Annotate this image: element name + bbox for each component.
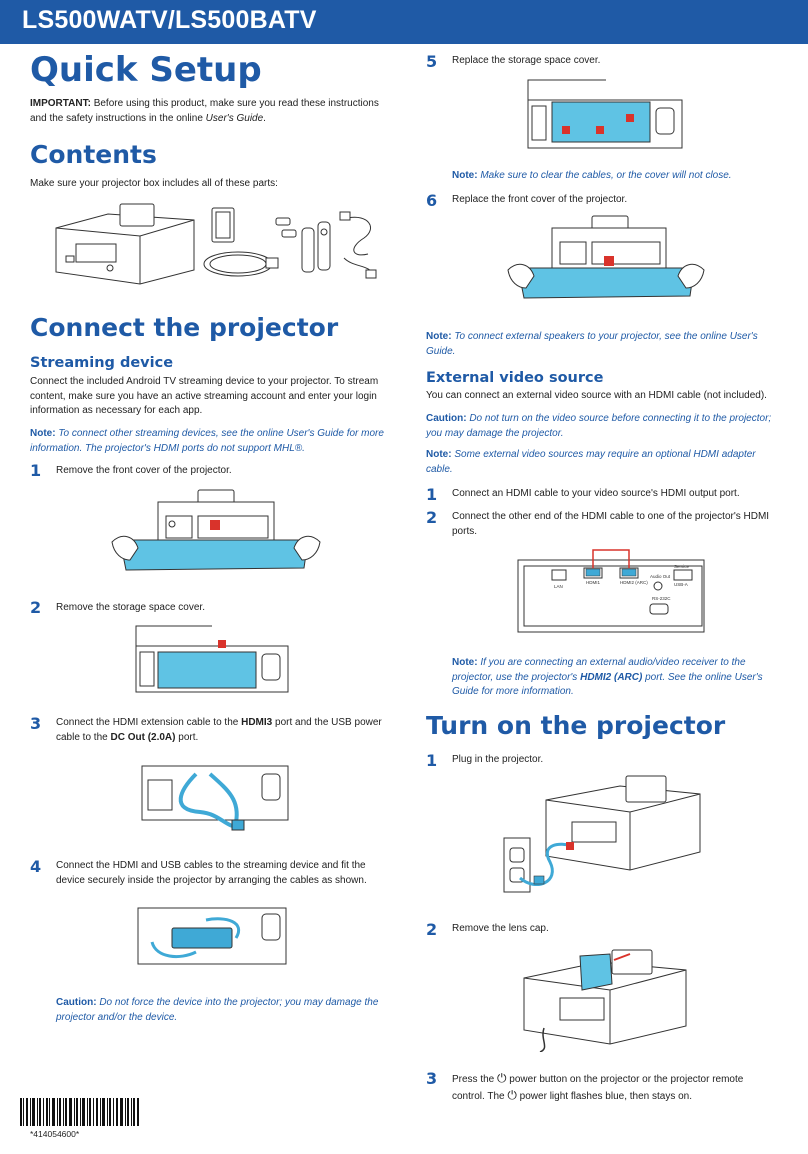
quick-setup-title: Quick Setup [30, 50, 262, 90]
external-video-text: You can connect an external video source… [426, 390, 767, 401]
turn-on-step-3-number: 3 [426, 1069, 438, 1088]
external-speakers-note: Note: To connect external speakers to yo… [426, 331, 758, 357]
contents-title: Contents [30, 140, 157, 169]
header-bar: LS500WATV/LS500BATV [0, 0, 808, 44]
external-caution: Caution: Do not turn on the video source… [426, 413, 772, 439]
step-3-number: 3 [30, 714, 42, 733]
step-1-number: 1 [30, 461, 42, 480]
port-label-audio: Audio Out [650, 574, 671, 579]
device-caution: Caution: Do not force the device into th… [56, 997, 379, 1023]
step-6-number: 6 [426, 191, 438, 210]
step-2-text: Remove the storage space cover. [56, 602, 205, 613]
external-step-1-text: Connect an HDMI cable to your video sour… [452, 488, 740, 499]
fit-device-illustration [137, 907, 287, 965]
power-icon: ⏻ [497, 1071, 507, 1085]
replace-front-cover-illustration [507, 215, 705, 299]
streaming-device-title: Streaming device [30, 355, 174, 371]
streaming-note: Note: To connect other streaming devices… [30, 428, 384, 454]
external-note: Note: Some external video sources may re… [426, 449, 756, 475]
remove-storage-cover-illustration [135, 625, 289, 693]
streaming-device-text: Connect the included Android TV streamin… [30, 376, 379, 416]
turn-on-step-2-text: Remove the lens cap. [452, 923, 549, 934]
port-label-hdmi1: HDMI1 [586, 580, 600, 585]
connect-projector-title: Connect the projector [30, 313, 339, 342]
step-2-number: 2 [30, 598, 42, 617]
receiver-note: Note: If you are connecting an external … [452, 657, 763, 697]
step-1-text: Remove the front cover of the projector. [56, 465, 232, 476]
port-label-rs232c: RS-232C [652, 596, 671, 601]
step-3-text: Connect the HDMI extension cable to the … [56, 717, 382, 743]
power-icon: ⏻ [507, 1087, 517, 1102]
external-step-2-text: Connect the other end of the HDMI cable … [452, 511, 770, 537]
storage-cover-note: Note: Make sure to clear the cables, or … [452, 170, 732, 181]
model-title: LS500WATV/LS500BATV [22, 6, 317, 34]
step-4-text: Connect the HDMI and USB cables to the s… [56, 860, 367, 886]
turn-on-step-1-text: Plug in the projector. [452, 754, 544, 765]
step-4-number: 4 [30, 857, 42, 876]
turn-on-step-2-number: 2 [426, 920, 438, 939]
port-label-usba: USB-A [674, 582, 688, 587]
connect-cables-illustration [141, 765, 289, 831]
barcode [20, 1098, 139, 1126]
hdmi-ports-illustration: LAN HDMI1 HDMI2 (ARC) Audio Out RS-232C … [517, 549, 705, 633]
replace-storage-cover-illustration [527, 79, 683, 149]
step-5-number: 5 [426, 52, 438, 71]
box-contents-illustration [55, 203, 377, 285]
important-notice: IMPORTANT: Before using this product, ma… [30, 98, 379, 124]
external-step-2-number: 2 [426, 508, 438, 527]
turn-on-step-3-text: Press the ⏻ power button on the projecto… [452, 1071, 744, 1102]
step-6-text: Replace the front cover of the projector… [452, 194, 628, 205]
port-label-service: Service [674, 564, 690, 569]
external-step-1-number: 1 [426, 485, 438, 504]
remove-front-cover-illustration [111, 489, 321, 571]
contents-text: Make sure your projector box includes al… [30, 178, 278, 189]
turn-on-title: Turn on the projector [426, 711, 726, 740]
turn-on-step-1-number: 1 [426, 751, 438, 770]
port-label-lan: LAN [554, 584, 563, 589]
external-video-title: External video source [426, 370, 604, 386]
barcode-number: *414054600* [30, 1129, 80, 1139]
remove-lens-cap-illustration [523, 949, 687, 1052]
step-5-text: Replace the storage space cover. [452, 55, 601, 66]
plug-in-illustration [503, 775, 701, 893]
port-label-hdmi2: HDMI2 (ARC) [620, 580, 648, 585]
